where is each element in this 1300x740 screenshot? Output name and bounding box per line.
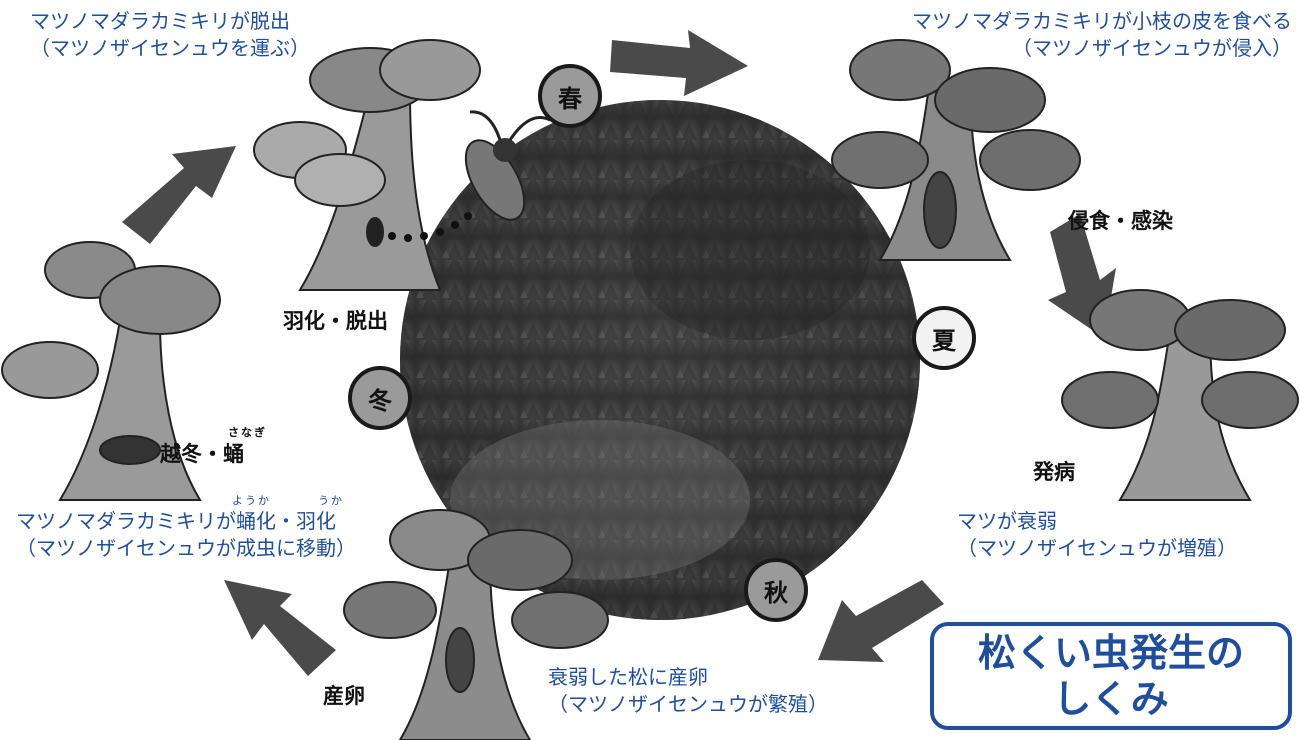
season-spring: 春 [538, 64, 602, 128]
desc-bottom-line2: （マツノザイセンュウが繁殖） [548, 692, 828, 716]
desc-right-line2: （マツノザイセンュウが増殖） [957, 536, 1237, 560]
pine-tree-oviposition [343, 509, 609, 740]
forest-photo [400, 100, 920, 620]
arrow-disease-to-autumn [818, 580, 944, 662]
desc-top-left-line2: （マツノザイセンュウを運ぶ） [30, 36, 310, 60]
arrow-spring-to-summer [610, 30, 748, 96]
beetle-flying [388, 110, 551, 242]
stage-disease: 発病 [1033, 460, 1075, 484]
desc-left-line1: マツノマダラカミキリが蛹化・羽化 [16, 509, 336, 533]
desc-left-line2: （マツノザイセンュウが成虫に移動） [16, 536, 356, 560]
desc-right: マツが衰弱 （マツノザイセンュウが増殖） [957, 508, 1237, 562]
stage-overwinter-text: 越冬・ [160, 442, 223, 466]
cycle-arrows [122, 30, 1116, 676]
title-box: 松くい虫発生の しくみ [930, 622, 1292, 730]
desc-top-right-line2: （マツノザイセンュウが侵入） [1012, 36, 1292, 60]
ruby-sanagi: さなぎ [228, 426, 267, 439]
arrow-winter-to-emergence [122, 146, 236, 244]
desc-left: マツノマダラカミキリが蛹化・羽化 （マツノザイセンュウが成虫に移動） [16, 508, 356, 562]
pine-tree-infection [831, 39, 1081, 261]
season-autumn: 秋 [744, 558, 808, 622]
desc-bottom: 衰弱した松に産卵 （マツノザイセンュウが繁殖） [548, 664, 828, 718]
pine-tree-disease [1061, 289, 1299, 501]
desc-top-right-line1: マツノマダラカミキリが小枝の皮を食べる [912, 9, 1292, 33]
desc-top-left-line1: マツノマダラカミキリが脱出 [30, 9, 290, 33]
stage-emergence: 羽化・脱出 [283, 309, 388, 333]
desc-bottom-line1: 衰弱した松に産卵 [548, 665, 708, 689]
ruby-uka: うか [318, 494, 344, 507]
title-line2: しくみ [1053, 677, 1169, 721]
season-summer: 夏 [912, 306, 976, 370]
stage-infection: 侵食・感染 [1068, 209, 1173, 233]
arrow-oviposition-to-winter [224, 580, 336, 676]
ruby-youka: ようか [232, 494, 271, 507]
stage-oviposition: 産卵 [323, 684, 365, 708]
stage-overwinter-pupa: 蛹 [223, 442, 244, 466]
season-winter: 冬 [348, 366, 412, 430]
desc-top-left: マツノマダラカミキリが脱出 （マツノザイセンュウを運ぶ） [30, 8, 310, 62]
desc-top-right: マツノマダラカミキリが小枝の皮を食べる （マツノザイセンュウが侵入） [912, 8, 1292, 62]
desc-right-line1: マツが衰弱 [957, 509, 1057, 533]
pine-tree-overwinter [1, 241, 221, 501]
stage-overwinter: 越冬・蛹 [160, 438, 244, 468]
title-line1: 松くい虫発生の [977, 631, 1244, 675]
